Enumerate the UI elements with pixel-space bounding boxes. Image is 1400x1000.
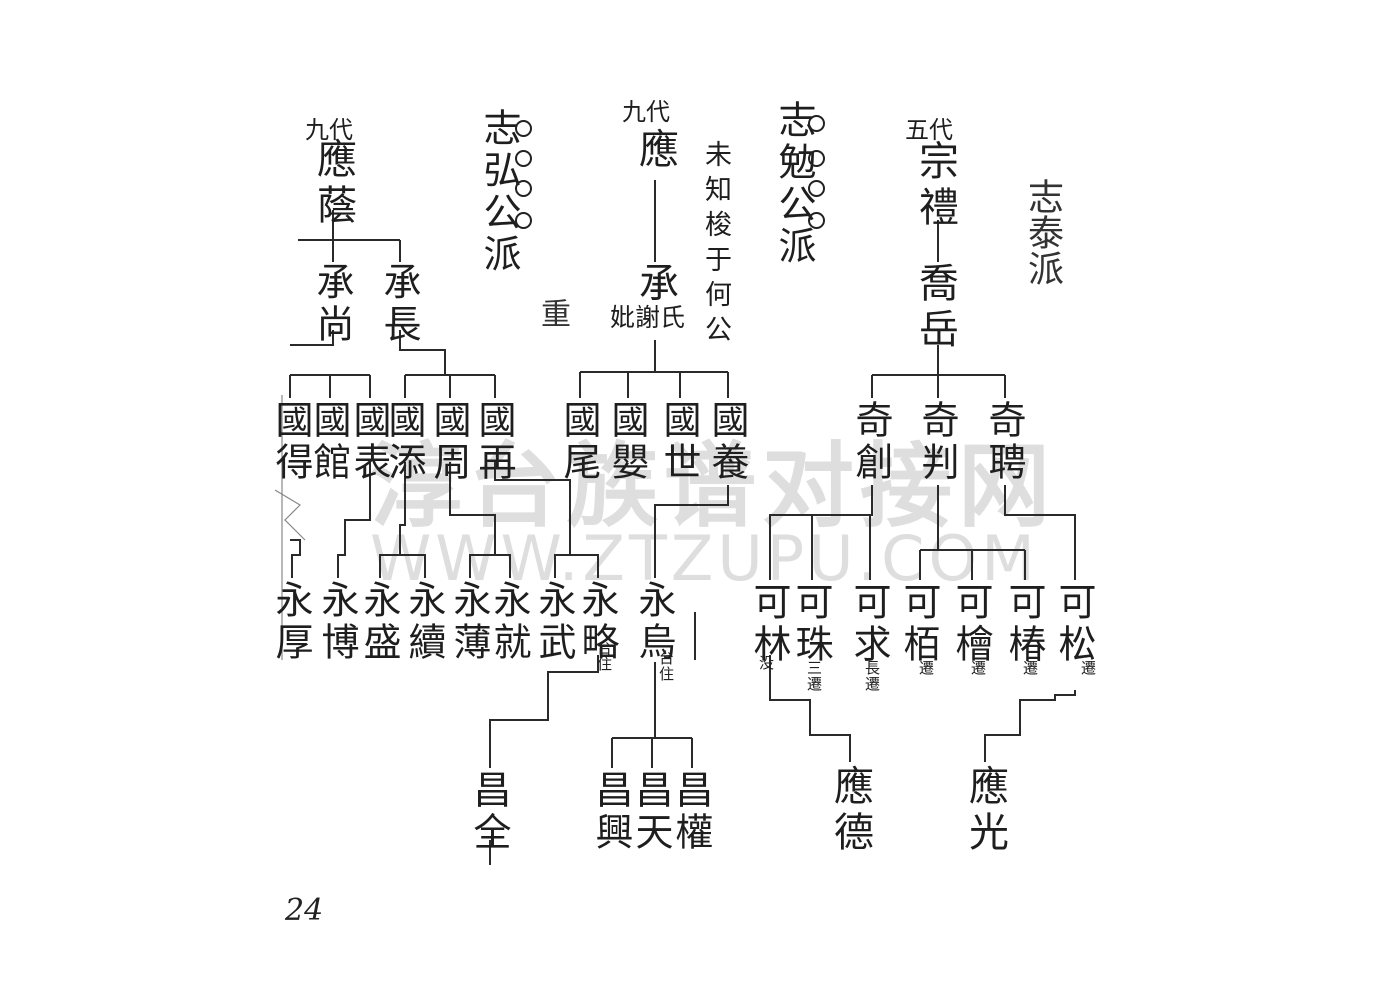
great-grandson-chang-quan: 昌權 <box>669 770 713 854</box>
grandson-ke-chun-note: 遷 <box>1021 660 1039 676</box>
great-grandson-yong-sheng: 永盛 <box>357 580 401 664</box>
grandson-ke-lin: 可林 <box>747 582 791 666</box>
watermark-text: 淳台族谱对接网 <box>370 433 1057 540</box>
son-qi-pin: 奇聘 <box>982 400 1026 484</box>
right-gen-label: 五代 <box>905 116 953 144</box>
grandson-yong-wu-note: 台住 <box>657 650 675 682</box>
zhihong-label: 志弘公派 <box>477 108 521 276</box>
mark-zhong: 重 <box>535 298 570 328</box>
grandson-ke-bai-note: 遷 <box>917 660 935 676</box>
circle-mark <box>808 115 825 132</box>
great-grandson-yong-bo2: 永博 <box>315 580 359 664</box>
circle-mark <box>808 180 825 197</box>
descendant-chang-quan: 昌全 <box>467 770 511 854</box>
circle-mark <box>515 212 532 229</box>
middle-gen-label: 九代 <box>622 98 670 126</box>
grandson-ke-gui: 可檜 <box>949 582 993 666</box>
grandson-guo-zhou: 國周 <box>427 400 471 484</box>
great-grandson-ying-de: 應德 <box>827 765 873 857</box>
circle-mark <box>515 150 532 167</box>
grandson-ke-qiu-note: 長遷 <box>863 660 881 692</box>
great-grandson-ying-guang: 應光 <box>962 765 1008 857</box>
middle-root-name: 應 <box>632 128 678 174</box>
grandson-guo-biao: 國表 <box>347 400 391 484</box>
grandson-guo-zai: 國再 <box>472 400 516 484</box>
middle-child-name: 承 <box>632 262 678 308</box>
great-grandson-yong-bo: 永薄 <box>447 580 491 664</box>
grandson-guo-guan: 國館 <box>307 400 351 484</box>
circle-mark <box>808 212 825 229</box>
grandson-ke-zhu: 可珠 <box>789 582 833 666</box>
grandson-ke-gui-note: 遷 <box>969 660 987 676</box>
great-grandson-chang-tian: 昌天 <box>629 770 673 854</box>
middle-note: 未知梭于何公 <box>700 140 731 350</box>
left-root-name: 應蔭 <box>310 138 356 230</box>
page-number: 24 <box>285 893 324 928</box>
circle-mark <box>515 180 532 197</box>
son-guo-shi: 國世 <box>657 400 701 484</box>
grandson-guo-de: 國得 <box>269 400 313 484</box>
grandson-ke-song-note: 遷 <box>1079 660 1097 676</box>
son-guo-yang: 國養 <box>705 400 749 484</box>
right-root-name: 宗禮 <box>912 140 958 232</box>
branch-label-zhitai: 志泰派 <box>1022 178 1063 286</box>
great-grandson-yong-hou: 永厚 <box>269 580 313 664</box>
son-guo-wei: 國尾 <box>557 400 601 484</box>
great-grandson-chang-xing: 昌興 <box>589 770 633 854</box>
circle-mark <box>808 150 825 167</box>
great-grandson-yong-xu: 永續 <box>402 580 446 664</box>
watermark-url: WWW.ZTZUPU.COM <box>370 522 1039 595</box>
grandson-ke-zhu-note: 三遷 <box>805 660 823 692</box>
grandson-yong-wu: 永烏 <box>632 580 676 664</box>
grandson-ke-chun: 可椿 <box>1002 582 1046 666</box>
son-guo-ying: 國嬰 <box>605 400 649 484</box>
grandson-ke-lin-note: 没 <box>757 655 775 671</box>
great-grandson-yong-jiu: 永就 <box>487 580 531 664</box>
left-gen-label: 九代 <box>305 116 353 144</box>
grandson-ke-song: 可松 <box>1052 582 1096 666</box>
grandson-ke-bai: 可栢 <box>897 582 941 666</box>
son-cheng-shang: 承尚 <box>310 262 354 346</box>
grandson-guo-tian: 國添 <box>382 400 426 484</box>
great-grandson-yong-lue-note: 台住 <box>595 640 613 672</box>
right-child-name: 喬岳 <box>912 262 958 354</box>
great-grandson-yong-wu: 永武 <box>532 580 576 664</box>
son-qi-chuang: 奇創 <box>849 400 893 484</box>
middle-child-wife: 妣謝氏 <box>610 303 686 332</box>
son-qi-pan: 奇判 <box>915 400 959 484</box>
circle-mark <box>515 120 532 137</box>
great-grandson-yong-lue: 永略 <box>575 580 619 664</box>
son-cheng-chang: 承長 <box>377 262 421 346</box>
grandson-ke-qiu: 可求 <box>847 582 891 666</box>
